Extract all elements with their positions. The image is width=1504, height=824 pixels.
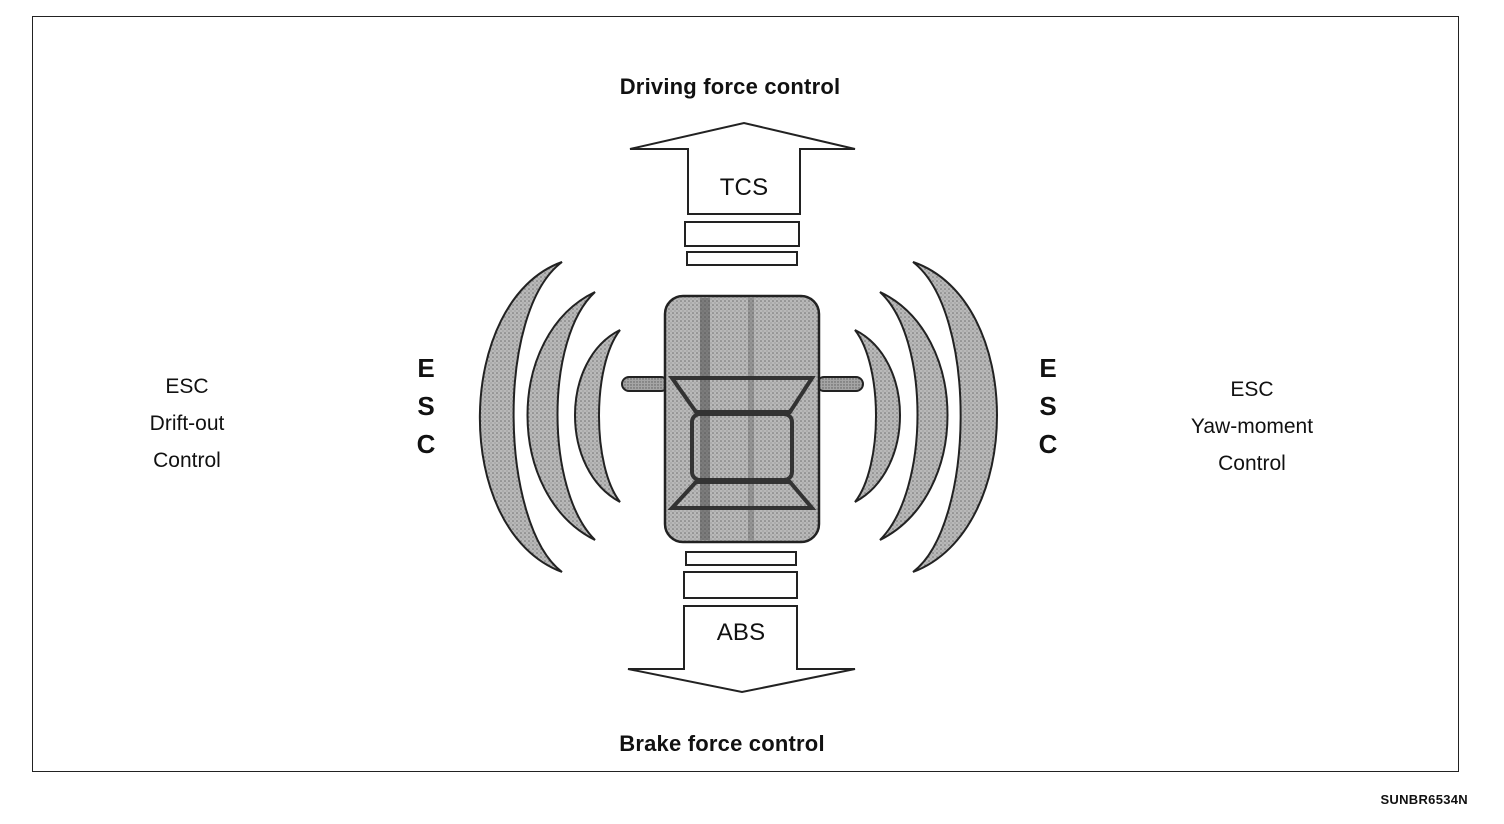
left-side-text: ESC Drift-out Control [150, 368, 225, 479]
driving-force-label: Driving force control [619, 74, 841, 99]
left-esc-letter-s: S [417, 391, 435, 421]
right-esc-letter-c: C [1038, 429, 1058, 459]
brake-force-label: Brake force control [619, 731, 825, 756]
figure-code: SUNBR6534N [1380, 792, 1468, 807]
abs-bar-1 [685, 551, 797, 566]
abs-label: ABS [716, 619, 766, 646]
left-esc-vertical: E S C [411, 349, 441, 463]
left-side-line-1: ESC [165, 375, 209, 398]
left-arcs [478, 261, 621, 573]
tcs-arrow [629, 121, 856, 215]
abs-bar-2 [683, 571, 798, 599]
right-side-line-3: Control [1218, 452, 1286, 475]
right-esc-letter-s: S [1039, 391, 1057, 421]
tcs-bar-1 [684, 221, 800, 247]
right-esc-vertical: E S C [1033, 349, 1063, 463]
tcs-bar-2 [686, 251, 798, 266]
left-esc-letter-c: C [416, 429, 436, 459]
left-side-line-2: Drift-out [149, 412, 225, 435]
diagram-frame [32, 16, 1459, 772]
right-esc-letter-e: E [1039, 353, 1057, 383]
right-side-text: ESC Yaw-moment Control [1191, 371, 1313, 482]
left-side-line-3: Control [153, 449, 221, 472]
car-top-view [621, 294, 864, 544]
tcs-label: TCS [719, 174, 769, 201]
right-side-line-1: ESC [1230, 378, 1274, 401]
left-esc-letter-e: E [417, 353, 435, 383]
right-side-line-2: Yaw-moment [1190, 415, 1314, 438]
abs-arrow [627, 605, 856, 694]
right-arcs [854, 261, 998, 573]
